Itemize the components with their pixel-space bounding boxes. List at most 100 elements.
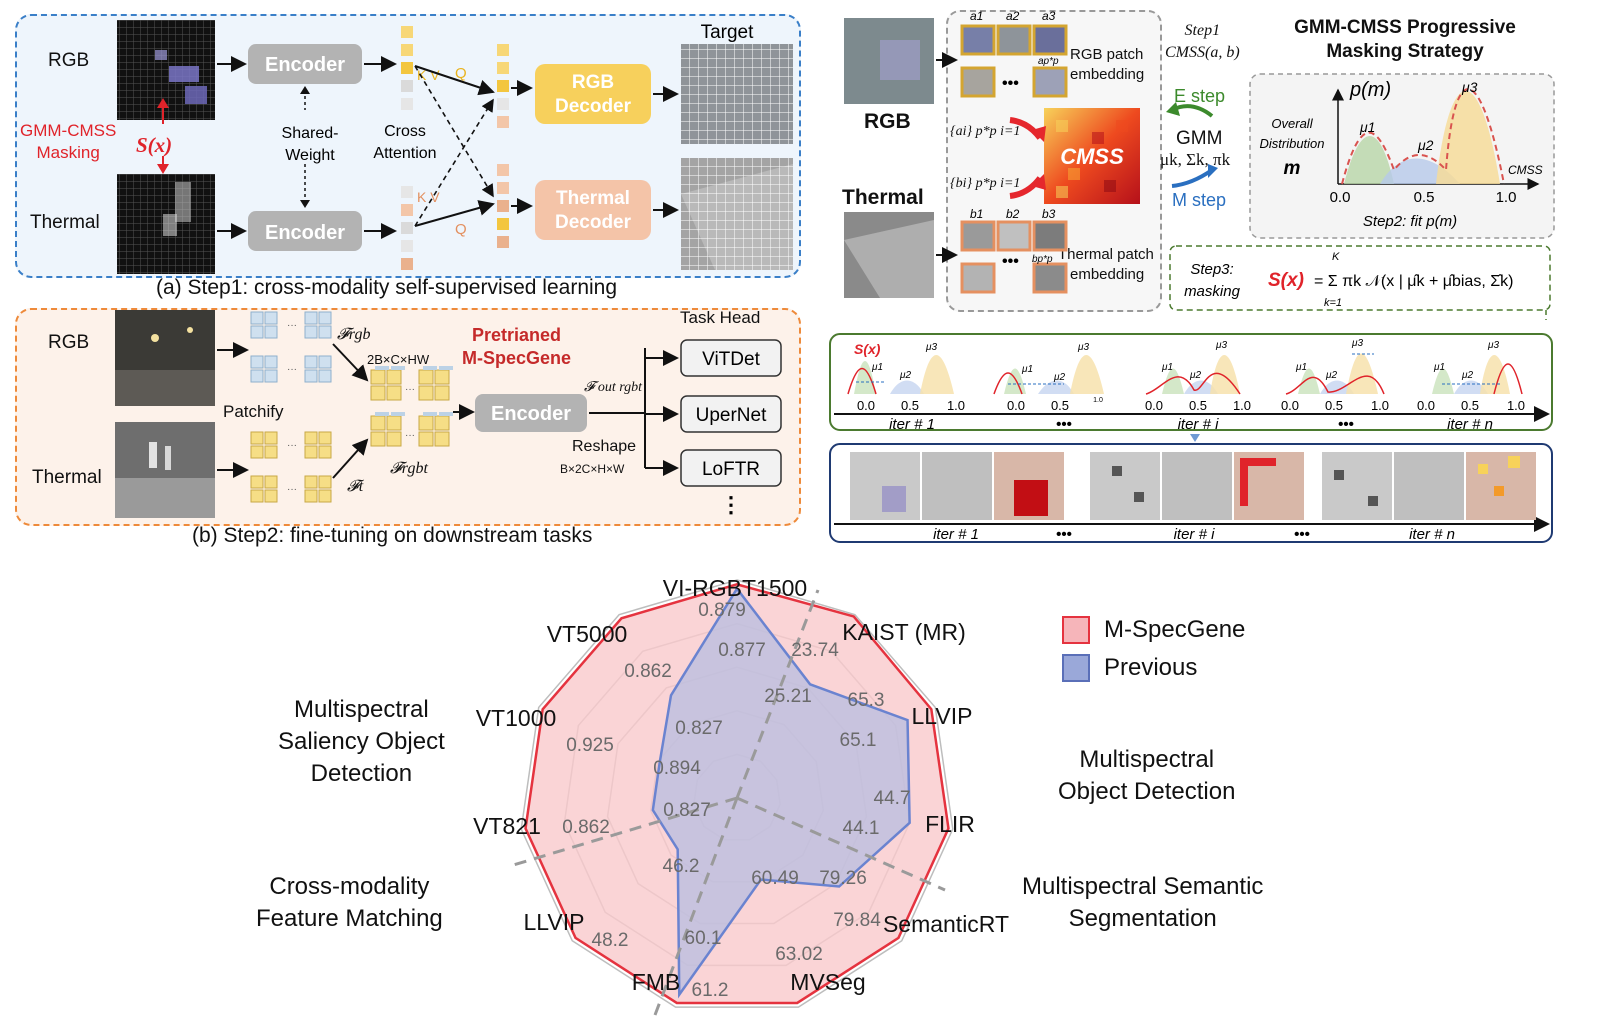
iter1-mu1: μ1: [871, 362, 883, 373]
head-upernet: UperNet: [696, 405, 767, 426]
f-out-label: 𝓕 out rgbt: [584, 380, 643, 395]
iter4-mu2: μ2: [1325, 370, 1337, 381]
iter2-mu1: μ1: [1021, 364, 1033, 375]
radar-ours-value: 63.02: [775, 944, 823, 965]
group-label-detection: Multispectral Object Detection: [1058, 744, 1235, 808]
group-matching-line1: Cross-modality: [269, 873, 430, 900]
svg-text:K V: K V: [417, 189, 440, 205]
step1-rgb-label: RGB: [48, 50, 90, 71]
radar-grid-ring: [520, 579, 954, 1008]
radar-prev-value: 46.2: [663, 856, 700, 877]
svg-text:···: ···: [287, 440, 297, 451]
iter2-mu2: μ2: [1053, 372, 1065, 383]
group-saliency-line2: Saliency Object: [278, 728, 445, 755]
radar-prev-value: 79.26: [819, 868, 867, 889]
rgb-encoder-box: [248, 44, 362, 84]
iter5-tick-1: 0.5: [1461, 398, 1479, 413]
iter-label-3: iter # i: [1178, 416, 1220, 433]
radar-ours-value: 0.862: [624, 661, 672, 682]
iter-plot-3: μ1 μ2 μ3 0.0 0.5 1.0: [1145, 340, 1251, 413]
svg-text:···: ···: [405, 430, 415, 441]
cross-label-1: Cross: [384, 123, 426, 140]
mu3-top: μ3: [1461, 79, 1478, 95]
step3-label-1: Step3:: [1190, 261, 1233, 278]
svg-text:···: ···: [287, 364, 297, 375]
step3-label-2: masking: [1184, 283, 1241, 300]
radar-prev-value: 0.827: [675, 718, 723, 739]
iter1-sx: S(x): [854, 341, 881, 357]
radar-prev-value: 0.877: [718, 640, 766, 661]
iter5-mu3: μ3: [1487, 340, 1499, 351]
group-detection-line2: Object Detection: [1058, 778, 1236, 805]
svg-text:···: ···: [287, 320, 297, 331]
radar-axis-label: VT5000: [547, 621, 628, 647]
gmm-title-line2: Masking Strategy: [1326, 41, 1484, 62]
formula-sum-bottom: k=1: [1324, 297, 1342, 309]
pm-tick-2: 1.0: [1496, 189, 1517, 206]
head-box-upernet: [680, 395, 782, 433]
iter-curves-panel: [829, 333, 1553, 431]
bpp-label: bp*p: [1032, 254, 1053, 265]
iter1-mu2: μ2: [899, 370, 911, 381]
svg-text:Q: Q: [455, 65, 467, 82]
step1-right-label: Step1 CMSS(a, b): [1165, 20, 1240, 64]
mu1-top: μ1: [1359, 119, 1375, 135]
app-label: ap*p: [1038, 56, 1059, 67]
pretrained-line2: M-SpecGene: [462, 348, 572, 368]
img-label-2: •••: [1056, 526, 1072, 543]
radar-ours-value: 0.879: [698, 600, 746, 621]
step1-diagram: Encoder Encoder Shared- Weight K V Cross…: [117, 20, 793, 274]
shared-label-2: Weight: [285, 147, 335, 164]
task-head-label: Task Head: [680, 308, 761, 327]
a1-label: a1: [970, 9, 983, 23]
iter5-mu1: μ1: [1433, 362, 1445, 373]
gmm-cmss-masking-label: GMM-CMSS Masking: [20, 120, 116, 164]
cmss-axis-label: CMSS: [1508, 163, 1543, 177]
mu2-top: μ2: [1417, 137, 1434, 153]
pm-tick-1: 0.5: [1414, 189, 1435, 206]
legend-label-prev: Previous: [1104, 654, 1198, 681]
iter3-tick-0: 0.0: [1145, 398, 1163, 413]
target-label: Target: [701, 22, 755, 43]
iter3-mu1: μ1: [1161, 362, 1173, 373]
gmm-label: GMM: [1176, 128, 1223, 149]
radar-group-divider: [736, 796, 946, 892]
dim-bottom-label: B×2C×H×W: [560, 462, 625, 476]
cross-label-2: Attention: [373, 145, 436, 162]
f-t-label: 𝓕t: [347, 478, 364, 495]
radar-axis-label: VI-RGBT1500: [663, 575, 807, 601]
iter-plot-1: S(x) μ1 μ2 μ3 0.0 0.5 1.0: [847, 341, 965, 413]
cmss-label: CMSS: [1060, 144, 1124, 169]
radar-ours-value: 79.84: [833, 910, 881, 931]
thermal-decoder-label-2: Decoder: [555, 212, 632, 233]
iter5-mu2: μ2: [1461, 370, 1473, 381]
reshape-label: Reshape: [572, 438, 637, 455]
group-segmentation-line2: Segmentation: [1068, 905, 1217, 932]
rgb-embed-label-2: embedding: [1070, 66, 1145, 83]
group-matching-line2: Feature Matching: [256, 905, 443, 932]
set-b-label: {bi} p*p i=1: [950, 176, 1021, 191]
step3-panel: [1169, 245, 1551, 311]
previous-area: [651, 586, 911, 999]
rgb-decoder-label-1: RGB: [572, 72, 614, 93]
thermal-embed-label-1: Thermal patch: [1058, 246, 1154, 263]
masking-label-line1: GMM-CMSS: [20, 121, 117, 140]
step2-rgb-label: RGB: [48, 332, 90, 353]
iter-label-1: iter # 1: [889, 416, 935, 433]
pm-label: p(m): [1349, 79, 1391, 101]
group-label-matching: Cross-modality Feature Matching: [256, 871, 443, 935]
gmm-thermal-label: Thermal: [842, 186, 924, 209]
thermal-decoder-label-1: Thermal: [556, 188, 630, 209]
radar-axis-label: MVSeg: [790, 969, 865, 995]
b3-label: b3: [1042, 207, 1056, 221]
iterations-diagram: S(x) μ1 μ2 μ3 0.0 0.5 1.0 μ1 μ2 μ3 0.0 0…: [829, 333, 1553, 543]
radar-prev-value: 44.1: [843, 818, 880, 839]
iter-label-4: •••: [1338, 416, 1354, 433]
radar-axis-label: LLVIP: [912, 703, 973, 729]
legend: M-SpecGene Previous: [1062, 612, 1245, 686]
iter1-tick-1: 0.5: [901, 398, 919, 413]
iter5-tick-2: 1.0: [1507, 398, 1525, 413]
radar-prev-value: 60.1: [685, 928, 722, 949]
legend-swatch-ours: [1062, 616, 1090, 644]
step1-caption: (a) Step1: cross-modality self-supervise…: [156, 276, 618, 299]
